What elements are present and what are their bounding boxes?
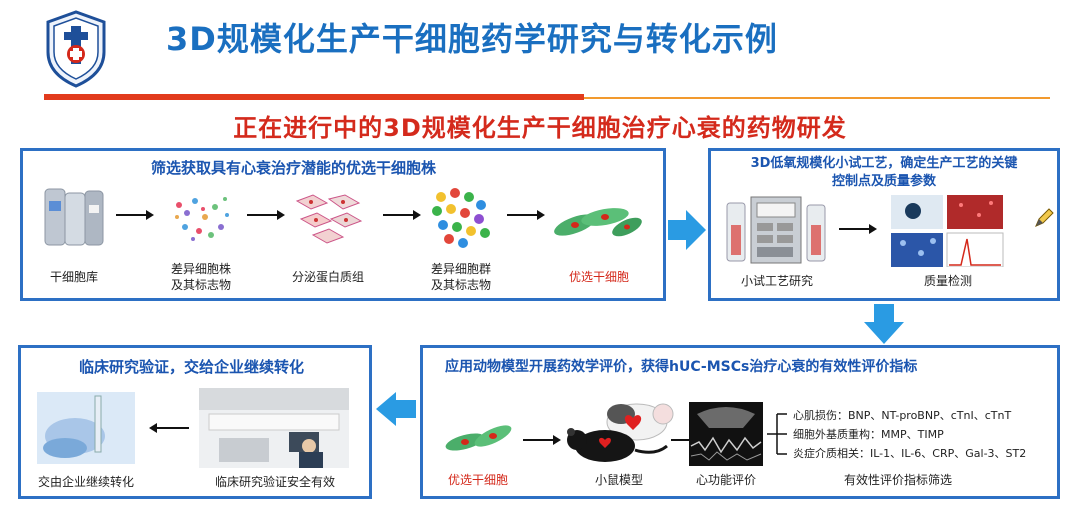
flow-big-arrow-left	[376, 392, 416, 426]
process-title-line: 3D低氧规模化小试工艺，确定生产工艺的关键	[750, 156, 1018, 171]
flow-arrow	[523, 435, 561, 445]
slide-subtitle: 正在进行中的3D规模化生产干细胞治疗心衰的药物研发	[233, 114, 847, 142]
step-label-line: 差异细胞群	[430, 262, 491, 276]
flow-arrow	[116, 210, 154, 220]
metric-myocardial-injury: 心肌损伤：BNP、NT-proBNP、cTnI、cTnT	[793, 409, 1012, 422]
mouse-model-image	[563, 384, 675, 468]
clinical-panel-title: 临床研究验证，交给企业继续转化	[79, 358, 305, 376]
flow-arrow	[383, 210, 421, 220]
step-label-mouse-model: 小鼠模型	[594, 473, 643, 487]
handover-image	[37, 392, 135, 464]
slide-title: 3D规模化生产干细胞药学研究与转化示例	[166, 20, 778, 58]
step-label-line: 差异细胞株	[170, 262, 231, 276]
flow-arrow-left	[149, 423, 189, 433]
step-label-clinical-validation: 临床研究验证安全有效	[214, 475, 335, 489]
step-label-differential-strains: 差异细胞株 及其标志物	[157, 261, 245, 293]
flow-arrow	[507, 210, 545, 220]
step-label-efficacy-screening: 有效性评价指标筛选	[843, 473, 952, 487]
step-label-selected-stem-cells: 优选干细胞	[568, 270, 629, 284]
differential-cell-strains-image	[165, 187, 237, 247]
differential-cell-population-image	[427, 185, 495, 251]
university-logo	[38, 8, 114, 88]
animal-panel-title: 应用动物模型开展药效学评价，获得hUC-MSCs治疗心衰的有效性评价指标	[445, 359, 918, 375]
bioreactor-image	[725, 195, 829, 265]
flow-big-arrow-right	[668, 210, 706, 250]
pencil-icon	[1033, 207, 1055, 233]
metrics-bracket	[767, 413, 787, 455]
step-label-quality-test: 质量检测	[923, 274, 972, 288]
flow-arrow	[839, 224, 877, 234]
selected-stem-cells-image	[553, 195, 645, 243]
step-label-pilot-process: 小试工艺研究	[740, 274, 813, 288]
process-panel-title: 3D低氧规模化小试工艺，确定生产工艺的关键 控制点及质量参数	[719, 155, 1049, 191]
flow-arrow	[247, 210, 285, 220]
flow-big-arrow-down	[864, 304, 904, 344]
selected-stem-cells-image	[445, 420, 515, 456]
clinical-office-image	[199, 388, 349, 468]
metric-inflammation: 炎症介质相关：IL-1、IL-6、CRP、Gal-3、ST2	[793, 447, 1027, 460]
efficacy-metrics-list: 心肌损伤：BNP、NT-proBNP、cTnI、cTnT 细胞外基质重构：MMP…	[793, 406, 1026, 463]
step-label-stem-cell-bank: 干细胞库	[49, 270, 98, 284]
clinical-panel: 临床研究验证，交给企业继续转化 交由企业继续转化 临床研究验证安全有效	[18, 345, 372, 499]
step-label-handover: 交由企业继续转化	[37, 475, 134, 489]
step-label-cardiac-function: 心功能评价	[695, 473, 756, 487]
step-label-line: 及其标志物	[170, 278, 231, 292]
metric-ecm-remodeling: 细胞外基质重构：MMP、TIMP	[793, 428, 944, 441]
step-label-selected-stem-cells: 优选干细胞	[447, 473, 508, 487]
screening-panel: 筛选获取具有心衰治疗潜能的优选干细胞株 干细胞库 差异细胞株 及其标志物	[20, 148, 666, 301]
header-divider-orange	[584, 97, 1050, 99]
echocardiogram-image	[689, 402, 763, 466]
screening-panel-title: 筛选获取具有心衰治疗潜能的优选干细胞株	[151, 159, 437, 177]
stem-cell-bank-image	[43, 183, 105, 249]
process-title-line: 控制点及质量参数	[831, 174, 936, 189]
process-panel: 3D低氧规模化小试工艺，确定生产工艺的关键 控制点及质量参数 小试工艺研究	[708, 148, 1060, 301]
quality-test-images	[891, 195, 1005, 268]
step-label-line: 及其标志物	[430, 278, 491, 292]
step-label-differential-population: 差异细胞群 及其标志物	[417, 261, 505, 293]
secreted-proteome-image	[291, 191, 365, 247]
step-label-secreted-proteome: 分泌蛋白质组	[291, 270, 364, 284]
header-divider-red	[44, 94, 584, 100]
animal-model-panel: 应用动物模型开展药效学评价，获得hUC-MSCs治疗心衰的有效性评价指标 优选干…	[420, 345, 1060, 499]
